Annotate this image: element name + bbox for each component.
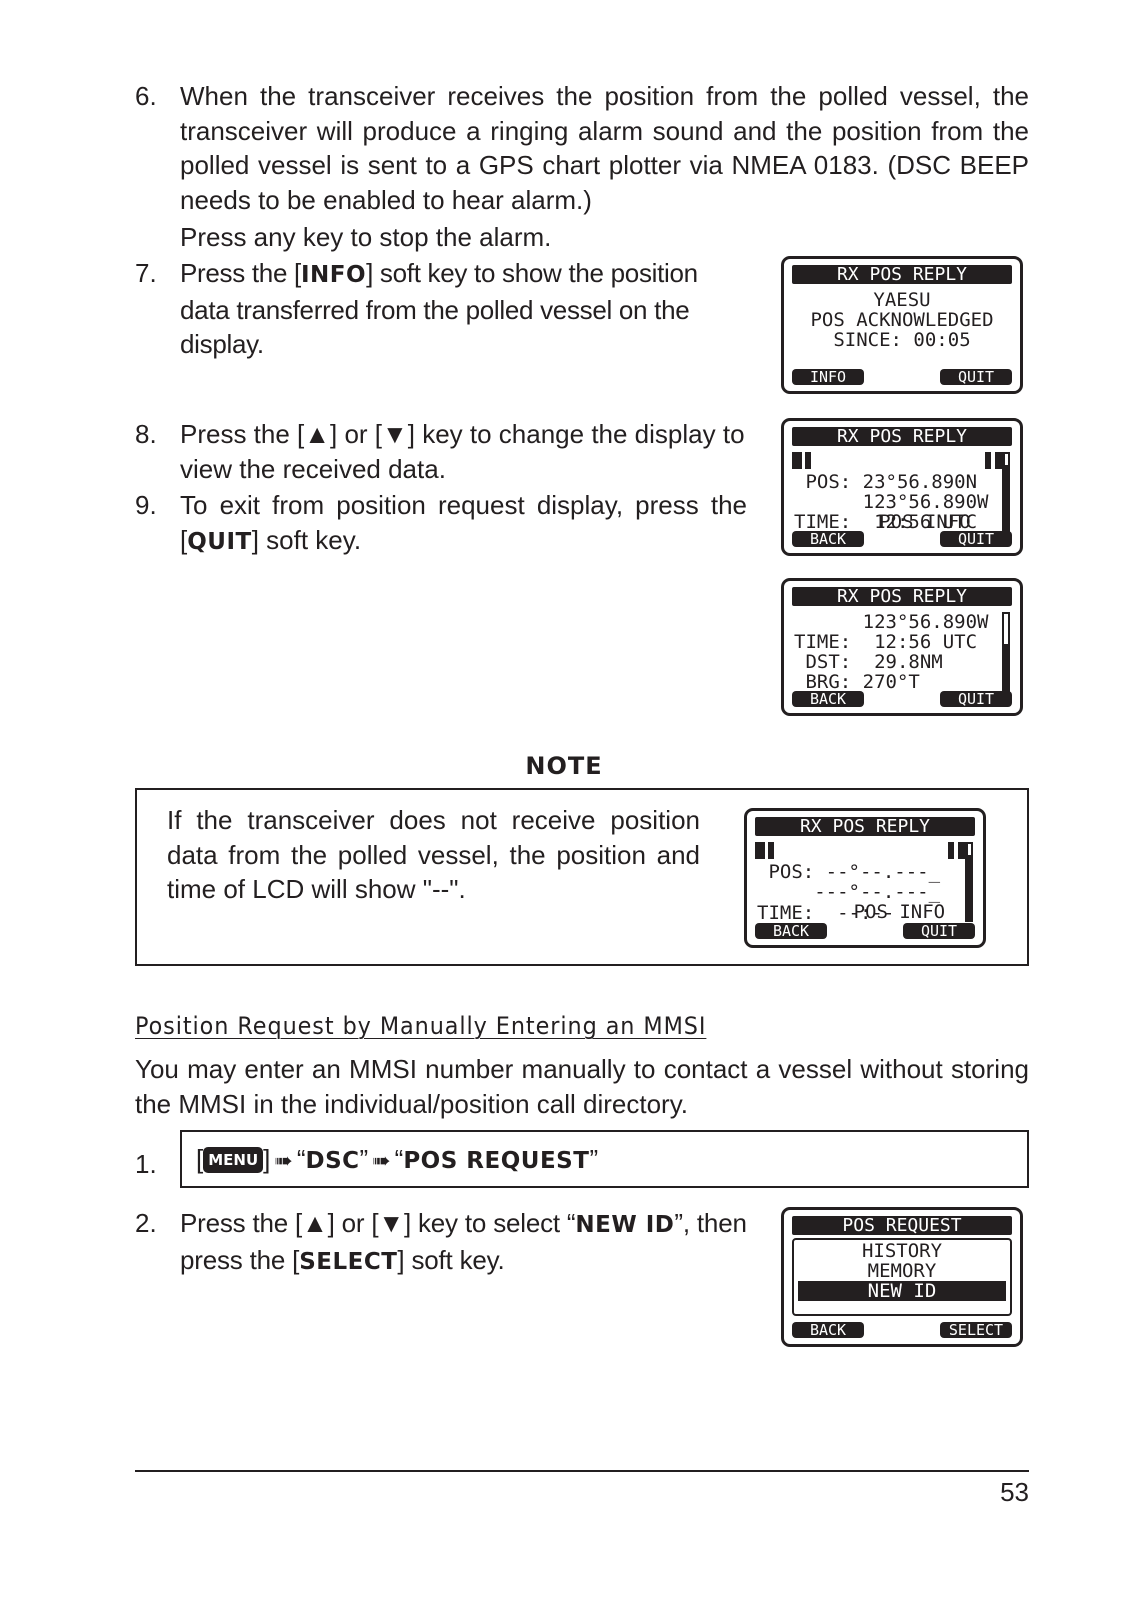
select-key-label: SELECT <box>299 1248 398 1275</box>
step-number: 2. <box>135 1208 157 1238</box>
menu-path-box: [MENU]➠“DSC”➠“POS REQUEST” <box>180 1130 1029 1188</box>
block-icon <box>805 452 811 469</box>
note-title: NOTE <box>525 752 603 780</box>
softkey-info: INFO <box>792 369 864 385</box>
block-icon <box>792 452 802 469</box>
arrow-icon: ➠ <box>372 1148 391 1173</box>
softkey-quit: QUIT <box>940 369 1012 385</box>
arrow-icon: ➠ <box>274 1148 293 1173</box>
lcd-rx-pos-reply-dst: RX POS REPLY 123°56.890W TIME: 12:56 UTC… <box>781 578 1023 716</box>
softkey-back: BACK <box>755 923 827 939</box>
lcd-rx-pos-reply-ack: RX POS REPLY YAESU POS ACKNOWLEDGED SINC… <box>781 256 1023 394</box>
block-icon <box>755 842 765 859</box>
scrollbar-thumb <box>1004 465 1008 530</box>
scrollbar-thumb <box>967 855 971 920</box>
step-text: Press the [INFO] soft key to show the po… <box>180 258 698 359</box>
lcd-rx-pos-reply-info: RX POS REPLY POS INFO POS: 23°56.890N 12… <box>781 418 1023 556</box>
lcd-line: ---°--.---_ <box>757 881 941 903</box>
lcd-menu-frame <box>792 1238 1012 1316</box>
lcd-rx-pos-reply-empty: RX POS REPLY POS INFO POS: --°--.---_ --… <box>744 808 986 948</box>
lcd-title-row: POS INFO <box>747 842 983 982</box>
lcd-line: 123°56.890W <box>794 611 989 633</box>
block-icon <box>768 842 774 859</box>
page-number: 53 <box>1000 1477 1029 1507</box>
lcd-line: YAESU <box>873 289 931 311</box>
step-9: 9. To exit from position request display… <box>135 488 747 559</box>
menu-item-dsc: DSC <box>305 1148 360 1174</box>
menu-item-pos-request: POS REQUEST <box>403 1148 590 1174</box>
lcd-line: BRG: 270°T <box>794 671 920 693</box>
menu-item-history: HISTORY <box>861 1240 943 1262</box>
softkey-quit: QUIT <box>903 923 975 939</box>
lcd-header: RX POS REPLY <box>792 587 1012 606</box>
lcd-header: POS REQUEST <box>792 1216 1012 1235</box>
menu-item-memory: MEMORY <box>867 1260 937 1282</box>
lcd-line: TIME: 12:56 UTC <box>794 631 978 653</box>
menu-path: [MENU]➠“DSC”➠“POS REQUEST” <box>196 1142 598 1179</box>
softkey-select: SELECT <box>940 1322 1012 1338</box>
lcd-line: POS ACKNOWLEDGED <box>810 309 994 331</box>
block-icon <box>985 452 991 469</box>
menu-item-new-id-selected: NEW ID <box>798 1281 1006 1301</box>
softkey-quit: QUIT <box>940 531 1012 547</box>
scrollbar <box>1002 612 1010 692</box>
softkey-back: BACK <box>792 531 864 547</box>
block-icon <box>948 842 954 859</box>
section-intro: You may enter an MMSI number manually to… <box>135 1054 1029 1119</box>
scrollbar-thumb <box>1004 644 1008 690</box>
lcd-line: POS: 23°56.890N <box>794 471 978 493</box>
lcd-line: TIME: --:-- <box>757 902 895 924</box>
menu-key-icon: MENU <box>203 1147 264 1173</box>
lcd-title-row: POS INFO <box>784 452 1020 592</box>
block-icon <box>958 842 968 859</box>
block-icon <box>995 452 1005 469</box>
step-text: Press the [▲] or [▼] key to change the d… <box>180 419 745 484</box>
scrollbar <box>1002 452 1010 532</box>
footer-rule <box>135 1470 1029 1472</box>
lcd-line: SINCE: 00:05 <box>833 329 971 351</box>
step-7: 7. Press the [INFO] soft key to show the… <box>135 256 747 362</box>
step-number: 7. <box>135 258 157 288</box>
step-text: Press the [▲] or [▼] key to select “NEW … <box>180 1208 747 1275</box>
softkey-back: BACK <box>792 1322 864 1338</box>
lcd-header: RX POS REPLY <box>792 427 1012 446</box>
section-heading: Position Request by Manually Entering an… <box>135 1012 707 1040</box>
step-number: 8. <box>135 419 157 449</box>
new-id-label: NEW ID <box>575 1212 675 1238</box>
lcd-header: RX POS REPLY <box>755 817 975 836</box>
step-number: 9. <box>135 490 157 520</box>
info-key-label: INFO <box>300 262 367 288</box>
note-box: If the transceiver does not receive posi… <box>135 788 1029 966</box>
lcd-pos-request: POS REQUEST HISTORY MEMORY NEW ID BACK S… <box>781 1207 1023 1347</box>
step-text: When the transceiver receives the positi… <box>180 81 1029 215</box>
lcd-line: DST: 29.8NM <box>794 651 943 673</box>
lcd-line: POS: --°--.---_ <box>757 861 941 883</box>
step-8: 8. Press the [▲] or [▼] key to change th… <box>135 417 747 486</box>
step-number: 1. <box>135 1149 157 1179</box>
lcd-title: POS INFO <box>879 511 971 533</box>
lcd-line: 123°56.890W <box>794 491 989 513</box>
quit-key-label: QUIT <box>187 528 252 555</box>
note-text: If the transceiver does not receive posi… <box>167 805 700 904</box>
lcd-header: RX POS REPLY <box>792 265 1012 284</box>
step-text-2: Press any key to stop the alarm. <box>180 222 552 252</box>
softkey-quit: QUIT <box>940 691 1012 707</box>
lcd-title: POS INFO <box>853 901 946 923</box>
scrollbar <box>965 842 973 922</box>
step-2: 2. Press the [▲] or [▼] key to select “N… <box>135 1206 747 1279</box>
step-number: 6. <box>135 81 157 111</box>
softkey-back: BACK <box>792 691 864 707</box>
step-6: 6. When the transceiver receives the pos… <box>135 79 1029 255</box>
lcd-line: TIME: 12:56 UTC <box>794 511 978 533</box>
step-text: To exit from position request display, p… <box>180 490 747 555</box>
